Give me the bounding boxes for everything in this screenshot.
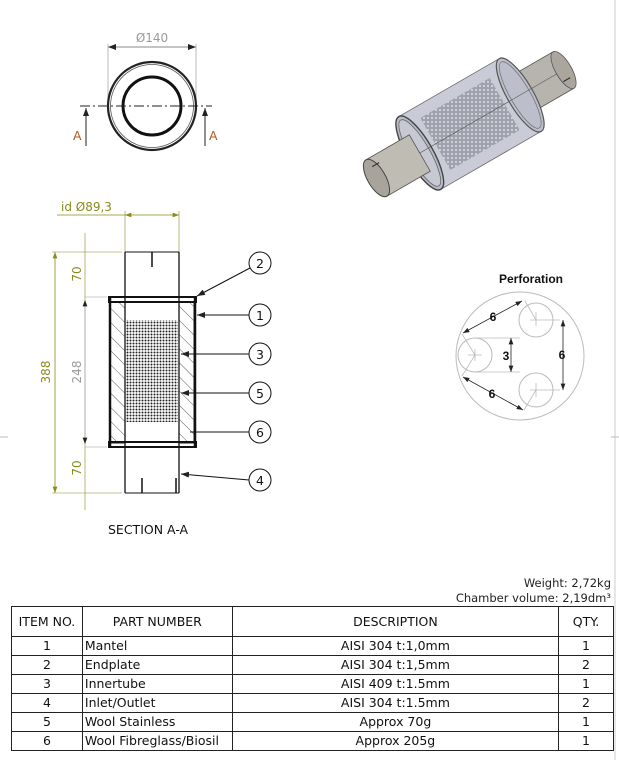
diameter-label: Ø140 — [136, 31, 168, 45]
endplate-top — [108, 296, 197, 303]
callout-6: 6 — [190, 420, 272, 444]
section-marker-right: A — [209, 128, 218, 143]
description: AISI 304 t:1,0mm — [231, 636, 560, 656]
qty: 1 — [558, 712, 614, 732]
hole-diameter-label: 3 — [503, 349, 510, 363]
isometric-view — [362, 50, 577, 198]
header-qty: QTY. — [558, 606, 614, 637]
item-no: 5 — [11, 712, 83, 732]
bom-header-row: ITEM NO. PART NUMBER DESCRIPTION QTY. — [11, 606, 614, 637]
header-item-no: ITEM NO. — [11, 606, 83, 637]
part-number: Innertube — [81, 674, 233, 694]
part-number: Wool Stainless — [81, 712, 233, 732]
svg-text:4: 4 — [256, 473, 264, 488]
description: AISI 304 t:1.5mm — [231, 693, 560, 713]
svg-text:6: 6 — [256, 425, 264, 440]
pitch-vertical-label: 6 — [559, 348, 566, 362]
qty: 2 — [558, 655, 614, 675]
section-view: id Ø89,3 388 70 248 70 2 — [39, 200, 272, 537]
callout-3: 3 — [181, 342, 272, 366]
perforation-detail: Perforation 6 3 6 6 — [455, 272, 585, 421]
svg-text:3: 3 — [256, 347, 264, 362]
item-no: 3 — [11, 674, 83, 694]
top-view: Ø140 A A — [73, 31, 218, 152]
description: AISI 304 t:1,5mm — [231, 655, 560, 675]
part-number: Endplate — [81, 655, 233, 675]
endplate-bottom — [108, 441, 197, 448]
qty: 1 — [558, 731, 614, 751]
callout-5: 5 — [181, 381, 272, 405]
section-marker-left: A — [73, 128, 82, 143]
description: Approx 205g — [231, 731, 560, 751]
description: AISI 409 t:1.5mm — [231, 674, 560, 694]
part-number: Mantel — [81, 636, 233, 656]
description: Approx 70g — [231, 712, 560, 732]
callout-2: 2 — [196, 251, 272, 297]
weight-label: Weight: 2,72kg — [523, 576, 611, 590]
inner-diameter-label: id Ø89,3 — [61, 200, 112, 214]
chamber-volume-label: Chamber volume: 2,19dm³ — [455, 591, 611, 605]
chamber-length-label: 248 — [70, 361, 84, 384]
item-no: 1 — [11, 636, 83, 656]
item-no: 4 — [11, 693, 83, 713]
item-no: 6 — [11, 731, 83, 751]
callout-4: 4 — [180, 468, 272, 492]
part-number: Inlet/Outlet — [81, 693, 233, 713]
header-description: DESCRIPTION — [231, 606, 560, 637]
section-title: SECTION A-A — [108, 522, 189, 537]
outlet-length-label: 70 — [70, 460, 84, 475]
callout-1: 1 — [197, 303, 272, 327]
svg-text:5: 5 — [256, 386, 264, 401]
header-part-number: PART NUMBER — [81, 606, 233, 637]
perforation-title: Perforation — [499, 272, 563, 286]
part-number: Wool Fibreglass/Biosil — [81, 731, 233, 751]
item-no: 2 — [11, 655, 83, 675]
perforated-innertube-section — [126, 320, 178, 422]
qty: 1 — [558, 636, 614, 656]
pitch-top-label: 6 — [490, 310, 497, 324]
wool-left — [109, 301, 126, 444]
inlet-length-label: 70 — [70, 266, 84, 281]
svg-text:1: 1 — [256, 308, 264, 323]
qty: 2 — [558, 693, 614, 713]
wool-right — [178, 301, 195, 444]
svg-text:2: 2 — [256, 256, 264, 271]
overall-length-label: 388 — [39, 361, 53, 384]
qty: 1 — [558, 674, 614, 694]
pitch-bottom-label: 6 — [489, 387, 496, 401]
